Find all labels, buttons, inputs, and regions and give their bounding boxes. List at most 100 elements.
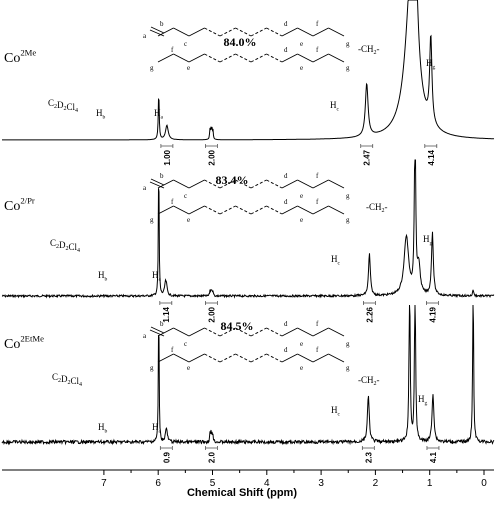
chain-bond-bottom [157,205,174,215]
integral-marker: 4.1 [426,446,440,463]
chain-bond-top [250,327,267,337]
integral-value: 2.0 [207,451,216,463]
integral-value: 1.14 [162,306,171,322]
chain-bond-top [312,27,329,37]
structure-position-b: b [160,172,164,180]
chain-bond-bottom [281,53,298,63]
integral-marker: 2.26 [363,301,376,323]
proton-label-hc: Hc [330,100,340,113]
chain-bond-top [328,179,345,189]
integral-value: 2.00 [207,149,216,165]
structure-position-e: e [300,340,303,348]
integral-value: 2.47 [363,149,372,165]
structure-position-d: d [284,346,288,354]
chain-bond-top [204,327,221,337]
structure-position-f: f [316,320,319,328]
x-tick-label: 6 [155,478,161,489]
x-tick-label: 0 [481,478,487,489]
spectrum-trace [1,159,495,299]
ch2-label: -CH2- [358,375,380,387]
structure-position-g: g [346,340,350,348]
structure-position-f: f [316,20,319,28]
chain-bond-bottom [281,353,298,363]
x-tick-label: 2 [373,478,379,489]
chain-bond-bottom [219,205,236,215]
proton-label-hb: Hb [98,270,108,283]
chain-bond-top [173,327,190,337]
structure-position-g: g [150,364,154,372]
chain-bond-bottom [297,205,314,215]
chain-bond-top [297,179,314,189]
proton-label-hc: Hc [331,405,341,418]
structure-position-c: c [184,40,187,48]
proton-label-ha: Ha [152,422,162,435]
chain-bond-top [188,327,205,337]
chain-bond-top [235,327,252,337]
structure-position-g: g [346,64,350,72]
chain-bond-top [297,27,314,37]
structure-position-g: g [150,216,154,224]
x-tick-label: 4 [264,478,270,489]
structure-position-f: f [171,346,174,354]
integral-marker: 1.14 [159,301,173,323]
percent-label: 84.0% [224,35,257,49]
structure-position-e: e [187,216,190,224]
structure-position-g: g [346,40,350,48]
structure-position-d: d [284,20,288,28]
chain-bond-bottom [219,353,236,363]
chain-bond-bottom [188,205,205,215]
proton-label-hb: Hb [96,108,106,121]
percent-label: 83.4% [216,173,249,187]
chain-bond-bottom [204,53,221,63]
structure-position-f: f [316,346,319,354]
x-tick-label: 1 [427,478,433,489]
chain-bond-top [173,179,190,189]
structure-position-g: g [346,192,350,200]
proton-label-hg: Hg [426,58,436,71]
chain-bond-top [266,27,283,37]
chain-bond-bottom [312,53,329,63]
x-tick-label: 5 [210,478,216,489]
integral-value: 4.19 [428,306,437,322]
structure-position-a: a [143,184,147,192]
structure-position-a: a [143,332,147,340]
vinyl-bond [149,29,165,37]
x-tick-label: 3 [318,478,324,489]
chain-bond-top [250,27,267,37]
chain-bond-bottom [328,53,345,63]
chain-bond-top [312,179,329,189]
structure-position-f: f [171,198,174,206]
chain-bond-bottom [173,353,190,363]
spectrum-trace [2,0,495,141]
chain-bond-bottom [173,53,190,63]
integral-marker: 2.00 [205,301,218,323]
chain-bond-bottom [266,353,283,363]
chain-bond-top [219,27,236,37]
integral-value: 2.26 [365,306,374,322]
chain-bond-top [204,27,221,37]
integral-value: 0.9 [162,451,171,463]
chain-bond-bottom [188,53,205,63]
proton-label-ha: Ha [152,270,162,283]
solvent-label: C2D2Cl4 [50,238,80,254]
structure-position-e: e [187,64,190,72]
chain-bond-bottom [250,353,267,363]
chain-bond-top [281,327,298,337]
integral-value: 2.00 [207,306,216,322]
structure-position-f: f [316,198,319,206]
vinyl-bond [149,329,165,337]
integral-marker: 2.47 [360,144,374,166]
chain-bond-bottom [250,205,267,215]
integral-marker: 4.19 [426,301,439,323]
chain-bond-bottom [157,353,174,363]
